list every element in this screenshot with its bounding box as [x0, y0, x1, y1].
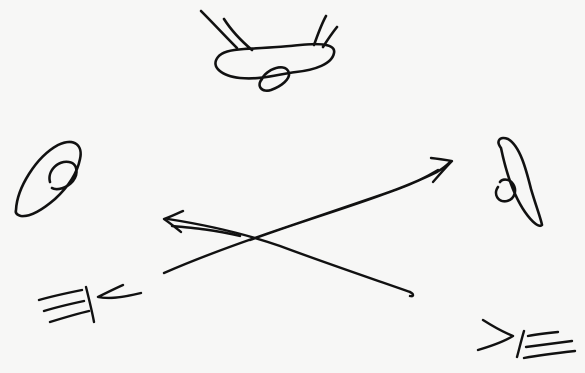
- left-shape-inner-loop: [49, 162, 76, 189]
- right-shape-body: [499, 138, 542, 226]
- bottom-right-stroke-5: [524, 351, 575, 358]
- bottom-left-stroke-4: [86, 287, 94, 322]
- arrow-left-tail-curl: [410, 292, 413, 296]
- bottom-left-scribble: [39, 285, 141, 322]
- bottom-right-scribble: [478, 320, 575, 358]
- bottom-left-stroke-2: [44, 301, 84, 311]
- left-sketched-shape: [16, 142, 81, 216]
- top-shape-right-stroke-outer: [314, 16, 326, 45]
- bottom-left-stroke-1: [39, 290, 82, 300]
- bottom-right-stroke-2: [517, 331, 524, 357]
- top-sketched-shape: [201, 11, 337, 91]
- bottom-left-stroke-3: [50, 311, 89, 322]
- bottom-left-stroke-5: [98, 285, 141, 298]
- top-shape-inner-loop: [260, 67, 289, 90]
- right-sketched-shape: [496, 138, 542, 226]
- crossing-arrow-left: [164, 211, 413, 296]
- top-shape-left-stroke-inner: [224, 19, 252, 50]
- bottom-right-stroke-3: [528, 332, 558, 336]
- bottom-right-stroke-1: [478, 320, 513, 350]
- left-shape-body: [16, 142, 81, 216]
- top-shape-body: [215, 44, 334, 78]
- bottom-right-stroke-4: [526, 341, 572, 347]
- arrow-right-shaft-double: [250, 170, 438, 240]
